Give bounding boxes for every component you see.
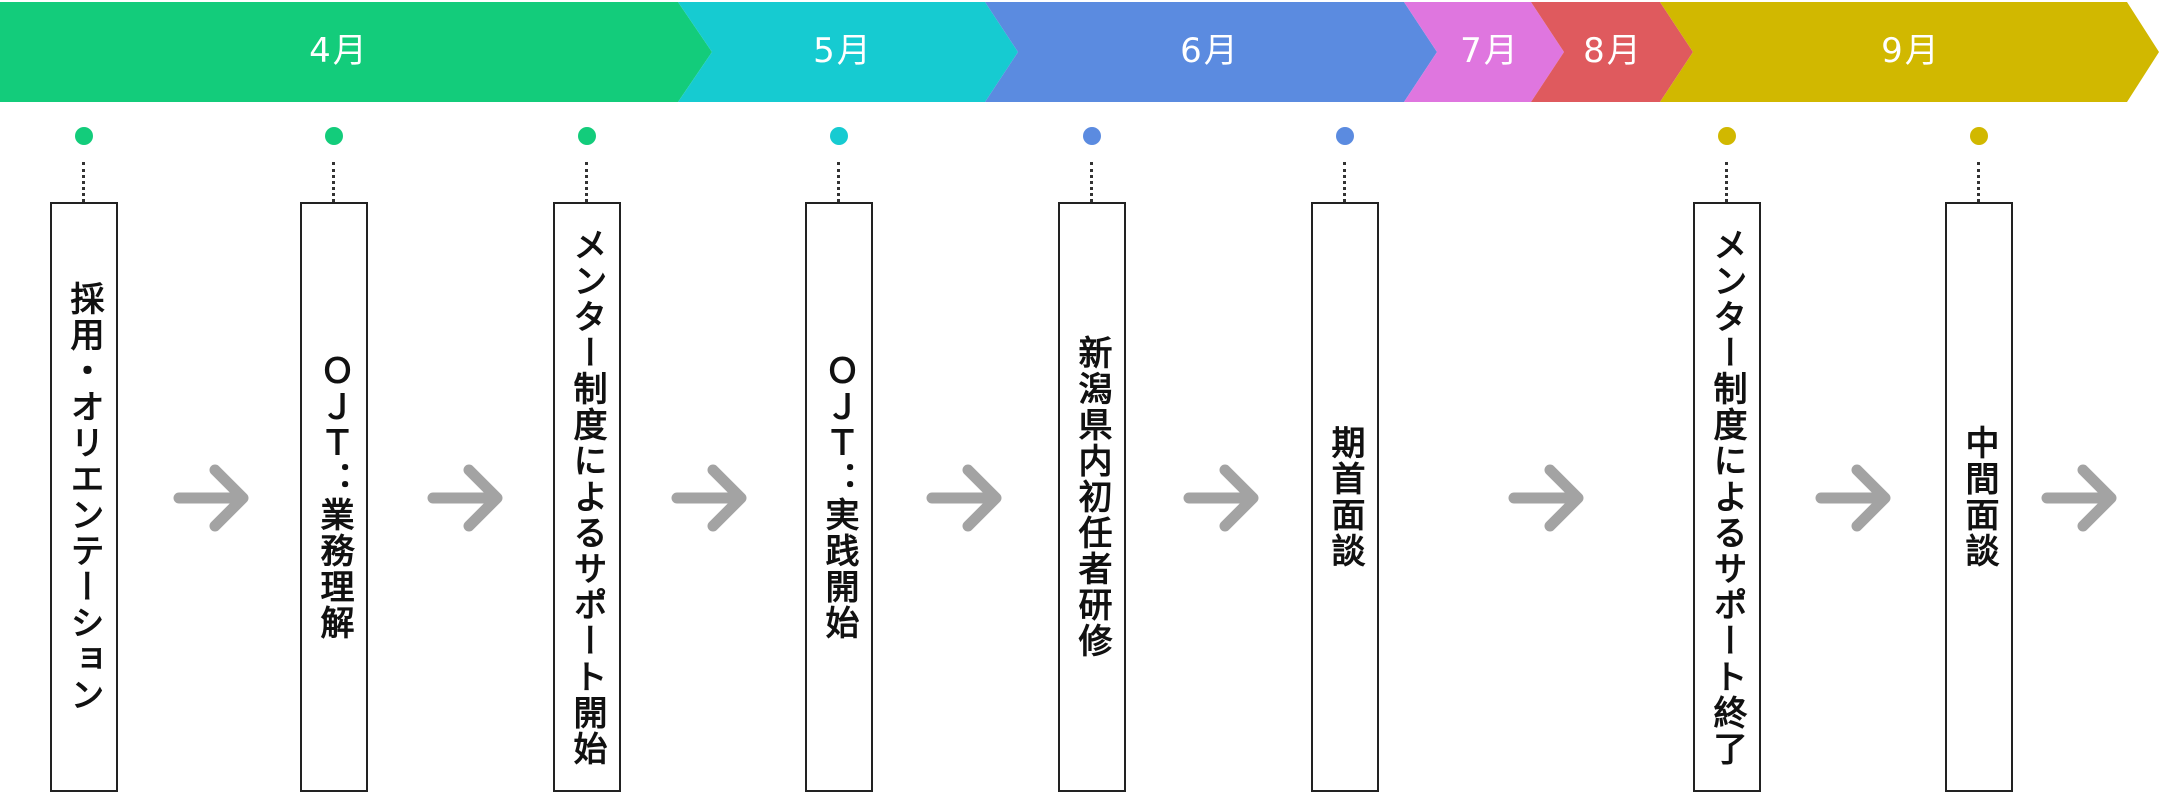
dotted-connector xyxy=(585,162,588,202)
month-label-july: 7月 xyxy=(1460,31,1520,71)
month-label-may: 5月 xyxy=(813,31,873,71)
month-label-april: 4月 xyxy=(309,31,369,71)
month-timeline-bar xyxy=(0,2,2159,102)
dotted-connector xyxy=(1725,162,1728,202)
month-band-june xyxy=(985,2,1437,102)
timeline-dot xyxy=(1718,127,1736,145)
month-band-july xyxy=(1404,2,1564,102)
right-arrow-icon xyxy=(1815,464,1891,532)
timeline-dot xyxy=(1083,127,1101,145)
month-band-may xyxy=(678,2,1018,102)
timeline-dot xyxy=(1970,127,1988,145)
step-label: 採用・オリエンテーション xyxy=(64,281,104,713)
right-arrow-icon xyxy=(1508,464,1584,532)
dotted-connector xyxy=(332,162,335,202)
month-band-august xyxy=(1531,2,1693,102)
step-label: メンター制度によるサポート終了 xyxy=(1707,227,1747,767)
timeline-dot xyxy=(830,127,848,145)
step-box: 採用・オリエンテーション xyxy=(50,202,118,792)
month-band-september xyxy=(1660,2,2159,102)
step-box: ＯＪＴ：実践開始 xyxy=(805,202,873,792)
right-arrow-icon xyxy=(2041,464,2117,532)
timeline-dot xyxy=(578,127,596,145)
step-label: ＯＪＴ：実践開始 xyxy=(819,353,859,641)
dotted-connector xyxy=(1090,162,1093,202)
step-box: 期首面談 xyxy=(1311,202,1379,792)
right-arrow-icon xyxy=(1183,464,1259,532)
step-label: 期首面談 xyxy=(1325,425,1365,569)
month-label-september: 9月 xyxy=(1881,31,1941,71)
step-label: 中間面談 xyxy=(1959,425,1999,569)
month-label-august: 8月 xyxy=(1583,31,1643,71)
month-band-april xyxy=(0,2,712,102)
right-arrow-icon xyxy=(173,464,249,532)
step-box: ＯＪＴ：業務理解 xyxy=(300,202,368,792)
timeline-dot xyxy=(75,127,93,145)
right-arrow-icon xyxy=(926,464,1002,532)
timeline-dot xyxy=(1336,127,1354,145)
step-box: 新潟県内初任者研修 xyxy=(1058,202,1126,792)
step-box: メンター制度によるサポート終了 xyxy=(1693,202,1761,792)
dotted-connector xyxy=(1977,162,1980,202)
step-label: ＯＪＴ：業務理解 xyxy=(314,353,354,641)
right-arrow-icon xyxy=(427,464,503,532)
step-label: メンター制度によるサポート開始 xyxy=(567,227,607,767)
timeline-dot xyxy=(325,127,343,145)
month-label-june: 6月 xyxy=(1180,31,1240,71)
dotted-connector xyxy=(837,162,840,202)
right-arrow-icon xyxy=(671,464,747,532)
step-box: メンター制度によるサポート開始 xyxy=(553,202,621,792)
dotted-connector xyxy=(1343,162,1346,202)
dotted-connector xyxy=(82,162,85,202)
step-label: 新潟県内初任者研修 xyxy=(1072,335,1112,659)
step-box: 中間面談 xyxy=(1945,202,2013,792)
